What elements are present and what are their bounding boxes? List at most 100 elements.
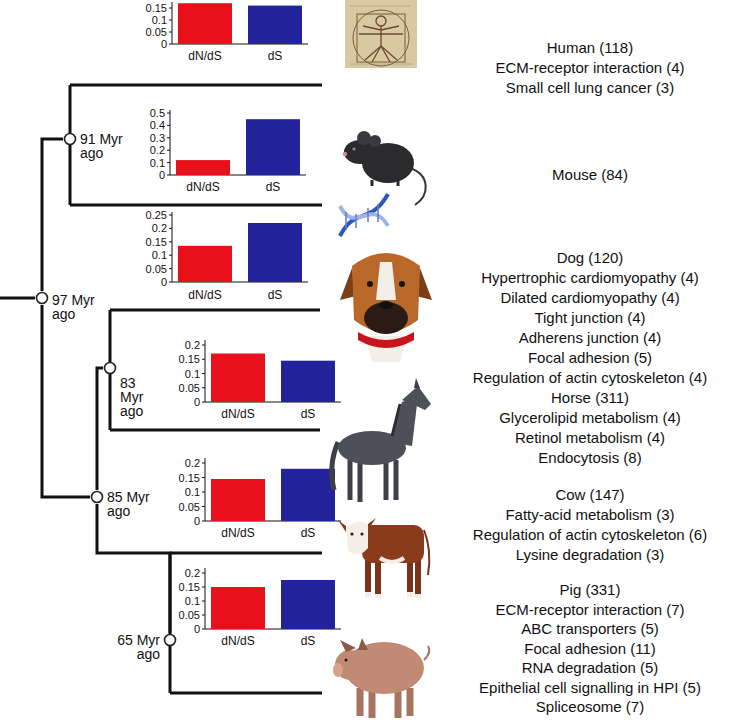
pathway-label: Epithelial cell signalling in HPI (5) xyxy=(479,679,701,696)
bar-label: dS xyxy=(266,181,281,195)
tree-branch xyxy=(42,305,90,497)
axis-tick-label: 0.15 xyxy=(179,581,200,594)
pathway-label: Glycerolipid metabolism (4) xyxy=(499,409,681,426)
dnds-bar xyxy=(178,3,232,44)
axis-tick-label: 0.4 xyxy=(150,119,165,132)
axis-tick-label: 0.1 xyxy=(150,156,165,169)
pathway-label: Hypertrophic cardiomyopathy (4) xyxy=(481,269,699,286)
ds-bar xyxy=(246,6,335,629)
bar-label: dN/dS xyxy=(221,527,254,541)
dog-picture xyxy=(364,302,408,334)
chart-axis xyxy=(202,568,341,629)
pig-picture xyxy=(344,658,347,661)
pathway-label: RNA degradation (5) xyxy=(522,659,659,676)
pig-picture xyxy=(340,638,368,652)
species-name: Dog (120) xyxy=(557,249,624,266)
axis-tick-label: 0.05 xyxy=(179,381,200,394)
pathway-label: Focal adhesion (5) xyxy=(528,349,652,366)
dog-picture xyxy=(376,262,396,300)
pathway-label: ECM-receptor interaction (4) xyxy=(495,59,684,76)
node-circle xyxy=(163,633,177,647)
divergence-time: 91 Myr ago xyxy=(80,132,138,160)
axis-tick-label: 0.2 xyxy=(150,144,165,157)
vitruvian-man-picture xyxy=(357,14,405,62)
axis-tick-label: 0.15 xyxy=(179,471,200,484)
horse-picture xyxy=(332,442,338,490)
cow-picture xyxy=(380,558,404,562)
node-circle xyxy=(90,490,104,504)
mouse-picture xyxy=(340,194,388,236)
axis-tick-label: 0.1 xyxy=(185,486,200,499)
dnds-bar xyxy=(178,246,232,282)
pig-picture xyxy=(333,638,429,718)
dnds-bar xyxy=(176,160,230,175)
mouse-picture xyxy=(410,168,426,205)
node-circle xyxy=(103,361,117,375)
pathway-label: Retinol metabolism (4) xyxy=(515,429,665,446)
axis-tick-label: 0.05 xyxy=(179,500,200,513)
axis-tick-label: 0.1 xyxy=(152,249,167,262)
bar-label: dN/dS xyxy=(221,408,254,422)
cow-picture xyxy=(368,558,418,594)
tree-branch xyxy=(97,504,170,633)
ds-bar xyxy=(281,469,335,521)
tree-node: 97 Myr ago xyxy=(35,291,49,305)
pathway-label: Endocytosis (8) xyxy=(538,449,641,466)
axis-tick-label: 0.1 xyxy=(185,595,200,608)
axis-tick-label: 0.15 xyxy=(179,353,200,366)
node-circle xyxy=(35,291,49,305)
axis-tick-label: 0.05 xyxy=(146,262,167,275)
dnds-bar xyxy=(211,354,265,403)
chart-axis xyxy=(202,340,341,402)
mouse-picture xyxy=(340,131,426,236)
vitruvian-man-picture xyxy=(353,10,409,66)
axis-tick-label: 0.2 xyxy=(152,222,167,235)
dnds-bar xyxy=(176,3,265,629)
mouse-picture xyxy=(343,152,347,156)
axis-tick-label: 0.25 xyxy=(146,209,167,222)
tree-branch-line xyxy=(170,552,322,555)
axis-tick-label: 0.3 xyxy=(150,131,165,144)
dnds-bar xyxy=(211,479,265,521)
cow-picture xyxy=(362,525,424,563)
horse-picture xyxy=(414,378,420,388)
axis-tick-label: 0.15 xyxy=(146,2,167,15)
axis-tick-label: 0.1 xyxy=(152,14,167,27)
axis-tick-label: 0.2 xyxy=(185,567,200,580)
node-circle xyxy=(165,635,176,646)
pathway-label: Dilated cardiomyopathy (4) xyxy=(500,289,679,306)
pathway-label: ECM-receptor interaction (7) xyxy=(495,601,684,618)
pathway-label: Small cell lung cancer (3) xyxy=(506,79,674,96)
dog-picture xyxy=(358,332,414,348)
axis-tick-label: 0.2 xyxy=(185,339,200,352)
ds-bar xyxy=(246,119,300,175)
vitruvian-man-picture xyxy=(345,0,417,68)
dog-picture xyxy=(340,253,432,362)
axis-tick-label: 0.05 xyxy=(179,609,200,622)
axis-tick-label: 0.05 xyxy=(146,26,167,39)
node-circle xyxy=(65,134,76,145)
pathway-label: Adherens junction (4) xyxy=(519,329,662,346)
tree-branch-line xyxy=(0,297,35,300)
pathway-label: Regulation of actin cytoskeleton (6) xyxy=(473,526,707,543)
cow-picture xyxy=(360,532,363,535)
divergence-time: 85 Myr ago xyxy=(107,490,165,518)
node-circle xyxy=(63,132,77,146)
cow-picture xyxy=(338,518,376,532)
tree-branch-line xyxy=(170,692,322,695)
species-name: Pig (331) xyxy=(560,581,621,598)
dog-picture xyxy=(399,281,405,287)
mouse-picture xyxy=(357,131,371,145)
pathway-label: Fatty-acid metabolism (3) xyxy=(505,506,674,523)
cow-picture xyxy=(368,592,418,598)
tree-branch-line xyxy=(110,429,320,432)
divergence-time: 83 Myr ago xyxy=(120,376,154,418)
ds-bar xyxy=(281,361,335,402)
cow-picture xyxy=(338,518,429,598)
tree-branch-line xyxy=(0,85,322,693)
cow-picture xyxy=(346,522,368,555)
horse-picture xyxy=(350,460,396,502)
mouse-picture xyxy=(346,204,378,230)
bar-label: dS xyxy=(268,50,283,64)
